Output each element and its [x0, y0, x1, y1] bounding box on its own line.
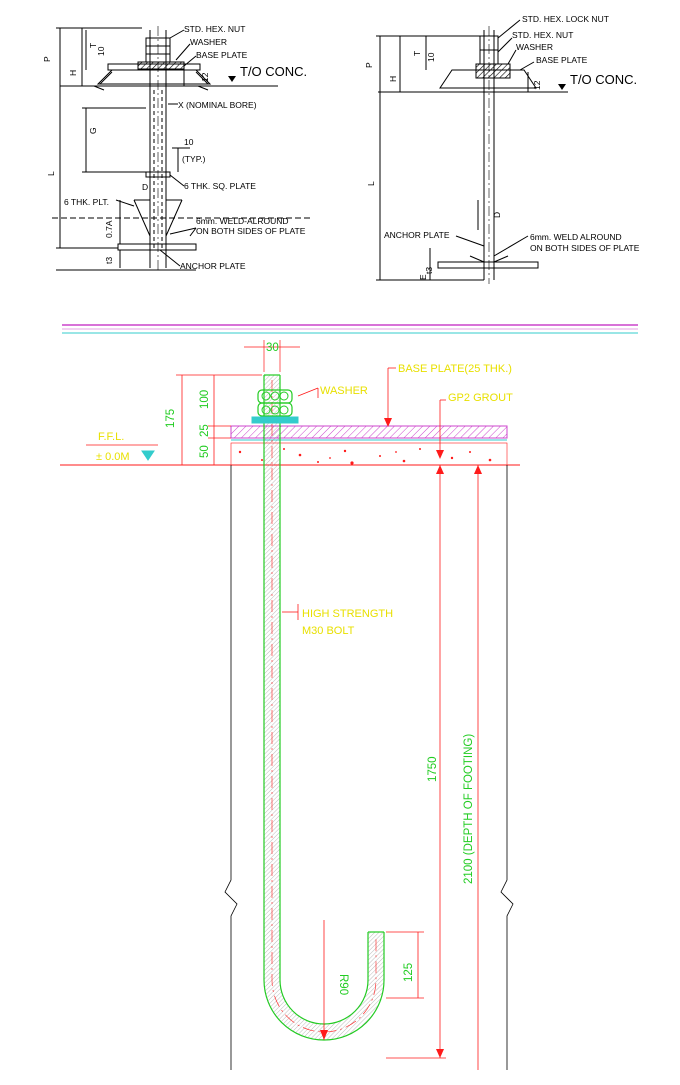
- c-dim-25: 25: [199, 424, 211, 437]
- b-dim-e: E: [418, 274, 428, 280]
- b-dim-t: T: [412, 51, 422, 56]
- a-weld-label-2: ON BOTH SIDES OF PLATE: [196, 226, 306, 236]
- a-sq-plate-label: 6 THK. SQ. PLATE: [184, 181, 256, 191]
- c-dim-30: 30: [266, 342, 279, 354]
- a-dim-07a: 0.7A: [104, 220, 114, 238]
- c-grout-label: GP2 GROUT: [448, 392, 513, 404]
- c-bolt-label-1: HIGH STRENGTH: [302, 608, 393, 620]
- b-dim-t3: t3: [424, 267, 434, 274]
- b-dim-h: H: [388, 76, 398, 82]
- b-anchor-plate-label: ANCHOR PLATE: [384, 230, 450, 240]
- b-dim-p: P: [364, 62, 374, 68]
- a-dim-t3: t3: [104, 257, 114, 264]
- detail-b: STD. HEX. LOCK NUT STD. HEX. NUT WASHER …: [364, 14, 640, 284]
- b-weld-label-2: ON BOTH SIDES OF PLATE: [530, 243, 640, 253]
- detail-c: 30 WASHER BASE PLATE(25 THK.) GP2 GROUT …: [60, 324, 638, 1070]
- a-typ-label: (TYP.): [182, 154, 206, 164]
- a-dim-g: G: [88, 127, 98, 134]
- a-dim-p: P: [42, 56, 52, 62]
- a-dim-l: L: [46, 171, 56, 176]
- a-hex-nut-label: STD. HEX. NUT: [184, 24, 245, 34]
- a-dim-h: H: [68, 70, 78, 76]
- a-base-plate-label: BASE PLATE: [196, 50, 248, 60]
- c-dim-100: 100: [199, 390, 211, 409]
- a-dim-t: T: [88, 43, 98, 48]
- a-washer-label: WASHER: [190, 37, 227, 47]
- c-depth-label: 2100 (DEPTH OF FOOTING): [463, 734, 475, 884]
- a-dim-12: 12: [200, 72, 210, 82]
- c-ffl-label: F.F.L.: [98, 431, 124, 443]
- b-dim-d: D: [492, 212, 502, 218]
- a-to-conc-label: T/O CONC.: [240, 64, 307, 79]
- a-typ-value: 10: [184, 137, 194, 147]
- b-base-plate-label: BASE PLATE: [536, 55, 588, 65]
- b-dim-10: 10: [426, 52, 436, 62]
- a-thk-plt-label: 6 THK. PLT.: [64, 197, 109, 207]
- b-lock-nut-label: STD. HEX. LOCK NUT: [522, 14, 609, 24]
- a-weld-label-1: 6mm. WELD-ALROUND: [196, 216, 289, 226]
- c-base-plate-label: BASE PLATE(25 THK.): [398, 363, 512, 375]
- c-dim-1750: 1750: [427, 756, 439, 782]
- a-nominal-bore-label: X (NOMINAL BORE): [178, 100, 257, 110]
- a-dim-10: 10: [96, 46, 106, 56]
- b-hex-nut-label: STD. HEX. NUT: [512, 30, 573, 40]
- a-dim-d: D: [142, 182, 148, 192]
- b-dim-l: L: [366, 181, 376, 186]
- c-radius-label: R90: [337, 974, 349, 995]
- c-washer-label: WASHER: [320, 385, 368, 397]
- b-dim-12: 12: [532, 80, 542, 90]
- b-washer-label: WASHER: [516, 42, 553, 52]
- b-to-conc-label: T/O CONC.: [570, 72, 637, 87]
- c-dim-175: 175: [165, 409, 177, 428]
- c-bolt-label-2: M30 BOLT: [302, 625, 355, 637]
- c-dim-50: 50: [199, 445, 211, 458]
- grout-speckle: [238, 448, 492, 465]
- c-dim-125: 125: [403, 963, 415, 982]
- a-anchor-plate-label: ANCHOR PLATE: [180, 261, 246, 271]
- b-weld-label-1: 6mm. WELD ALROUND: [530, 232, 622, 242]
- detail-a: STD. HEX. NUT WASHER BASE PLATE T/O CONC…: [42, 24, 312, 271]
- c-level-label: ± 0.0M: [96, 451, 130, 463]
